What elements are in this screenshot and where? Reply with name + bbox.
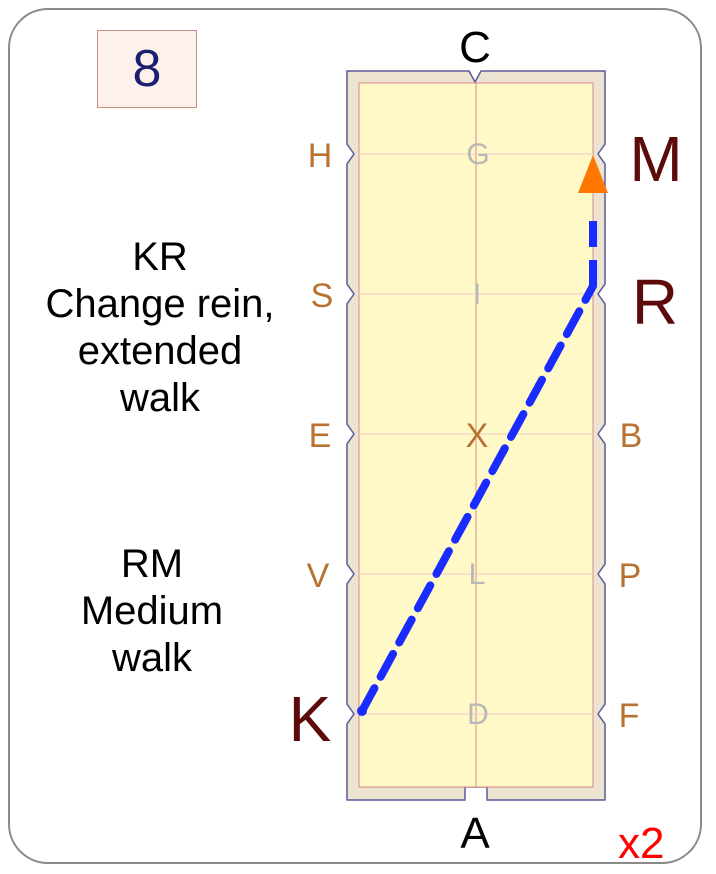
figure-number: 8 xyxy=(132,40,162,98)
letter-d: D xyxy=(467,698,489,731)
letter-p: P xyxy=(619,557,642,595)
letter-x: X xyxy=(466,417,489,455)
instruction-line: walk xyxy=(119,376,201,420)
instruction-line: walk xyxy=(111,636,193,680)
instruction-route: RM xyxy=(120,542,184,586)
letter-l: L xyxy=(469,558,486,591)
letter-b: B xyxy=(620,417,643,455)
letter-s: S xyxy=(311,277,334,315)
instruction-line: Medium xyxy=(80,589,224,633)
letter-r: R xyxy=(632,266,678,338)
letter-h: H xyxy=(308,137,333,175)
path-start-dot xyxy=(357,706,367,716)
letter-e: E xyxy=(309,417,332,455)
instruction-rm: RM Medium walk xyxy=(22,541,282,682)
letter-g: G xyxy=(466,138,489,171)
letter-v: V xyxy=(307,557,330,595)
path-kr xyxy=(358,282,597,715)
repeat-count: x2 xyxy=(618,819,665,868)
letter-i: I xyxy=(473,278,481,311)
letter-f: F xyxy=(619,697,640,735)
figure-number-box: 8 xyxy=(97,30,197,108)
instruction-line: extended xyxy=(77,329,243,373)
letter-m: M xyxy=(629,123,682,195)
letter-a: A xyxy=(460,809,490,858)
instruction-route: KR xyxy=(132,235,188,279)
instruction-kr: KR Change rein, extended walk xyxy=(15,234,305,422)
direction-arrow-icon xyxy=(578,155,608,193)
instruction-line: Change rein, xyxy=(45,282,275,326)
letter-c: C xyxy=(459,23,491,72)
guide-lines xyxy=(359,153,593,715)
letter-k: K xyxy=(289,683,332,755)
